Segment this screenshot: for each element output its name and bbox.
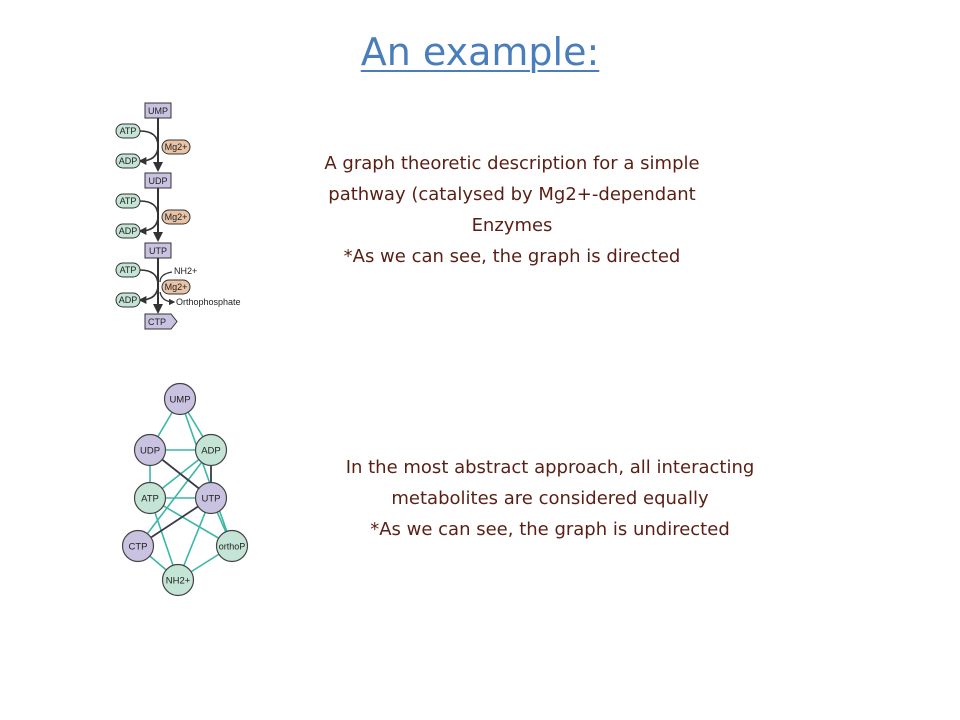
network-node-adp: ADP [194,433,228,467]
directed-pathway-diagram: UMP UDP UTP CTP ATP ADP ATP ADP ATP ADP … [115,102,241,330]
caption-line: pathway (catalysed by Mg2+-dependant [328,184,696,205]
caption-line: metabolites are considered equally [391,488,709,509]
node-label: UMP [148,106,168,116]
cofactor-arrow [138,269,159,304]
cofactor-arrow [138,200,159,235]
svg-text:NH2+: NH2+ [166,576,191,587]
network-node-atp: ATP [133,481,167,515]
node-label: CTP [148,317,166,327]
slide-title: An example: [360,30,600,74]
network-node-ctp: CTP [121,529,155,563]
node-utp: UTP [144,242,172,259]
mg-enzyme-pill: Mg2+ [161,209,191,225]
adp-pill: ADP [115,292,141,308]
svg-text:Mg2+: Mg2+ [165,142,188,152]
svg-text:UMP: UMP [169,395,190,406]
mg-enzyme-pill: Mg2+ [161,139,191,155]
adp-pill: ADP [115,223,141,239]
svg-text:ATP: ATP [120,196,137,206]
cofactor-arrow [138,130,159,165]
caption-line: In the most abstract approach, all inter… [345,457,755,478]
adp-pill: ADP [115,153,141,169]
node-label: UDP [148,176,167,186]
network-node-nh2: NH2+ [161,563,195,597]
svg-text:ATP: ATP [141,494,159,505]
svg-text:ADP: ADP [119,156,138,166]
network-node-utp: UTP [194,481,228,515]
svg-text:ATP: ATP [120,126,137,136]
edge-ump-orthop [179,398,233,547]
phosphate-arrow [159,291,176,306]
node-ump: UMP [144,102,172,119]
svg-text:Mg2+: Mg2+ [165,282,188,292]
atp-pill: ATP [115,123,141,139]
orthophosphate-label: Orthophosphate [176,297,241,307]
svg-text:UTP: UTP [202,494,221,505]
caption-line: A graph theoretic description for a simp… [324,153,700,174]
network-node-ump: UMP [163,382,197,416]
network-node-udp: UDP [133,433,167,467]
svg-text:ATP: ATP [120,265,137,275]
undirected-graph-caption: In the most abstract approach, all inter… [300,452,800,545]
network-node-orthop: orthoP [215,529,249,563]
caption-line: Enzymes [471,215,553,236]
atp-pill: ATP [115,193,141,209]
node-udp: UDP [144,172,172,189]
svg-text:ADP: ADP [119,226,138,236]
svg-text:ADP: ADP [119,295,138,305]
svg-text:orthoP: orthoP [219,542,246,552]
svg-text:ADP: ADP [201,446,221,457]
svg-text:Mg2+: Mg2+ [165,212,188,222]
ammonia-label: NH2+ [174,266,197,276]
caption-line: *As we can see, the graph is undirected [370,519,730,540]
svg-text:CTP: CTP [129,542,148,553]
ammonia-arrow [159,271,173,283]
directed-graph-caption: A graph theoretic description for a simp… [292,148,732,272]
caption-line: *As we can see, the graph is directed [343,246,681,267]
svg-text:UDP: UDP [140,446,160,457]
mg-enzyme-pill: Mg2+ [161,279,191,295]
atp-pill: ATP [115,262,141,278]
node-label: UTP [149,246,167,256]
node-ctp: CTP [144,313,178,330]
undirected-network-diagram: UMP UDP ADP ATP UTP CTP orthoP NH2+ [121,382,249,597]
